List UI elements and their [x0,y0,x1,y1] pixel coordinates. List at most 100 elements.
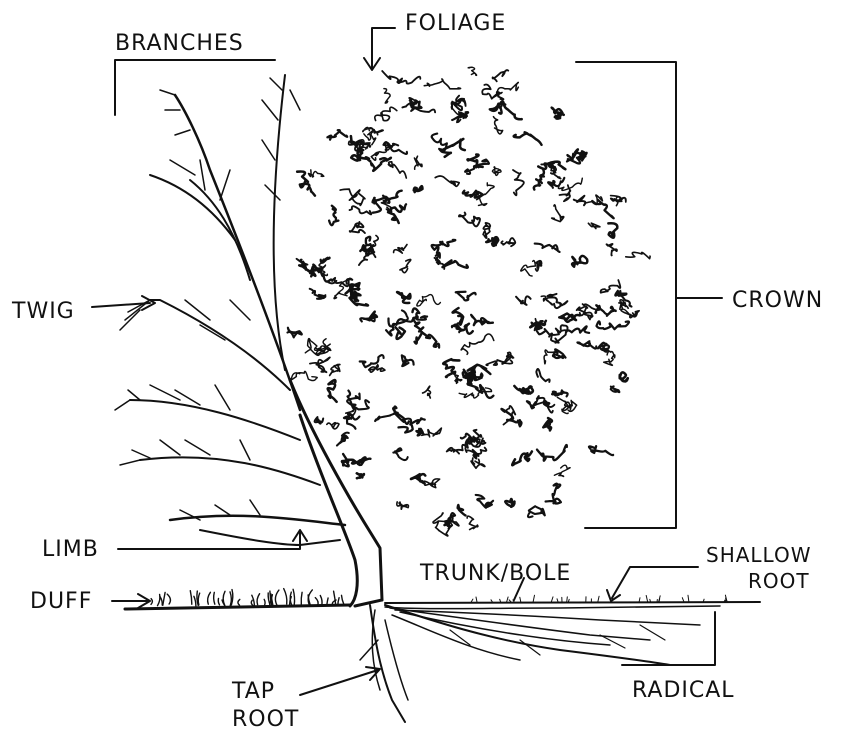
branches-bracket [115,60,275,115]
tap-root-arrow [300,667,380,695]
duff-mark [257,594,260,605]
foliage-scribble [330,364,340,375]
foliage-scribble [397,292,410,303]
foliage-scribble [370,128,383,145]
foliage-scribble [309,170,324,177]
duff-mark [198,593,199,605]
foliage-scribble [327,130,347,140]
trunk-left-outline [300,415,357,606]
foliage-scribble [588,223,600,228]
foliage-scribble [468,67,476,75]
foliage-scribble [443,359,459,377]
duff-mark [163,593,165,606]
foliage-scribble [424,479,440,488]
foliage-scribble [548,178,564,188]
duff-mark [308,590,312,605]
foliage-scribble [441,139,464,157]
grass-mark [476,597,477,602]
foliage-scribble [461,334,494,354]
foliage-scribble [467,155,482,168]
label-limb: LIMB [42,537,99,562]
ground [125,589,760,609]
foliage-scribble [340,189,365,205]
labels: FOLIAGE BRANCHES CROWN TWIG LIMB DUFF TR… [11,11,823,732]
foliage-scribble [417,295,441,306]
foliage-scribble [369,365,385,372]
duff-mark [160,596,162,605]
trunk [290,380,382,606]
label-shallow-root-line2: ROOT [748,569,810,593]
duff-mark [275,590,279,605]
foliage-scribble [328,380,337,402]
label-crown: CROWN [732,288,823,313]
foliage-scribble [514,132,542,145]
foliage-scribble [375,107,397,120]
shallow-root-arrow [607,567,698,601]
foliage-scribble [486,237,498,246]
duff-mark [315,598,318,606]
foliage-scribble [514,386,532,394]
foliage-scribble [536,369,549,382]
foliage-scribble [321,258,330,263]
foliage-scribble [534,169,544,189]
foliage-scribble [598,343,609,352]
foliage-scribble [351,149,370,161]
grass-mark [471,599,473,602]
ground-line-right [385,602,760,603]
grass-mark [520,597,521,602]
foliage-scribble [310,289,326,299]
foliage-scribble [516,296,531,305]
foliage-scribble [521,261,536,276]
foliage-scribble [382,71,420,84]
foliage-scribble [537,445,567,461]
trunk-right-outline [290,380,382,600]
foliage-scribble [528,506,545,517]
foliage-scribble [604,351,615,365]
foliage-scribble [471,458,485,468]
foliage-scribble [492,167,501,176]
foliage-scribble [288,328,302,338]
foliage-scribble [577,341,596,348]
foliage-scribble [621,302,630,314]
foliage-scribble [463,372,473,384]
foliage-scribble [360,355,384,367]
foliage-arrow [364,28,395,70]
foliage-scribble [435,176,459,186]
duff-mark [264,599,265,605]
foliage-scribble [483,223,490,238]
trunk-base [355,600,382,606]
foliage-scribble [547,294,567,308]
foliage-scribble [467,516,478,529]
duff-mark [238,599,240,605]
foliage-scribble [337,433,349,446]
foliage-scribble [471,315,493,325]
foliage-scribble [414,156,422,169]
foliage-scribble [493,70,509,81]
duff-mark [218,598,219,605]
foliage-scribble [538,162,565,170]
foliage-scribble [342,460,360,467]
foliage-scribble [626,252,650,258]
foliage-scribble [552,205,564,222]
label-radical: RADICAL [632,678,735,703]
foliage-scribble [552,108,564,119]
foliage-scribble [360,312,377,322]
foliage-scribble [442,260,467,267]
foliage-scribble [589,446,613,455]
foliage-scribble [432,240,456,253]
foliage-scribble [411,474,425,483]
tap-root-main [370,605,405,722]
label-duff: DUFF [30,589,92,614]
foliage-scribble [552,390,567,396]
label-twig: TWIG [11,299,75,324]
duff-arrow [112,594,150,608]
foliage-scribble [357,473,364,478]
label-branches: BRANCHES [115,31,244,56]
duff-mark [293,589,294,605]
foliage-scribble [456,292,476,301]
foliage-scribble [394,245,407,254]
foliage-scribble [447,445,473,454]
duff-mark [342,595,344,604]
